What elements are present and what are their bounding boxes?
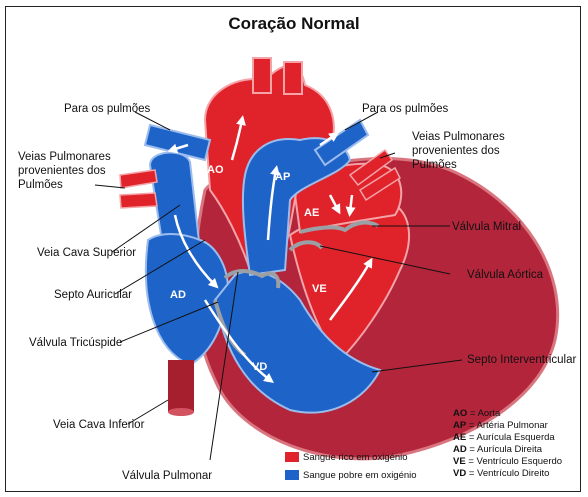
label-lungs-left: Para os pulmões <box>64 103 151 115</box>
chamber-VD: VD <box>252 361 267 373</box>
abbreviation-key: AO = Aorta AP = Artéria Pulmonar AE = Au… <box>453 408 562 479</box>
label-mitral-valve: Válvula Mitral <box>452 221 521 233</box>
label-sup-vena-cava: Veia Cava Superior <box>37 247 136 259</box>
abbr-row: VE = Ventrículo Esquerdo <box>453 456 562 467</box>
label-pulm-veins-right-3: Pulmões <box>412 159 457 171</box>
chamber-AD: AD <box>170 289 186 301</box>
abbr-row: AE = Aurícula Esquerda <box>453 432 555 443</box>
chamber-AP: AP <box>275 171 290 183</box>
label-pulm-veins-right-1: Veias Pulmonares <box>412 131 505 143</box>
label-inf-vena-cava: Veia Cava Inferior <box>53 419 145 431</box>
label-aortic-valve: Válvula Aórtica <box>467 269 544 281</box>
label-tricuspid-valve: Válvula Tricúspide <box>29 337 122 349</box>
label-atrial-septum: Septo Auricular <box>54 289 132 301</box>
chamber-AE: AE <box>304 207 319 219</box>
label-vent-septum: Septo Interventricular <box>467 354 576 366</box>
chamber-AO: AO <box>207 164 224 176</box>
legend-swatch-rich <box>285 452 299 462</box>
label-pulm-veins-right-2: provenientes dos <box>412 145 500 157</box>
legend-rich: Sangue rico em oxigénio <box>303 452 408 463</box>
abbr-row: AO = Aorta <box>453 408 501 419</box>
label-pulm-veins-left-3: Pulmões <box>18 179 63 191</box>
inferior-vena-cava <box>168 360 194 416</box>
legend-poor: Sangue pobre em oxigénio <box>303 470 417 481</box>
abbr-row: AP = Artéria Pulmonar <box>453 420 548 431</box>
abbr-row: AD = Aurícula Direita <box>453 444 543 455</box>
label-pulmonary-valve: Válvula Pulmonar <box>122 470 212 482</box>
label-pulm-veins-left-2: provenientes dos <box>18 165 106 177</box>
color-legend: Sangue rico em oxigénio Sangue pobre em … <box>285 452 417 481</box>
label-pulm-veins-left-1: Veias Pulmonares <box>18 151 111 163</box>
label-lungs-right: Para os pulmões <box>362 103 449 115</box>
chamber-VE: VE <box>312 283 327 295</box>
abbr-row: VD = Ventrículo Direito <box>453 468 549 479</box>
legend-swatch-poor <box>285 470 299 480</box>
